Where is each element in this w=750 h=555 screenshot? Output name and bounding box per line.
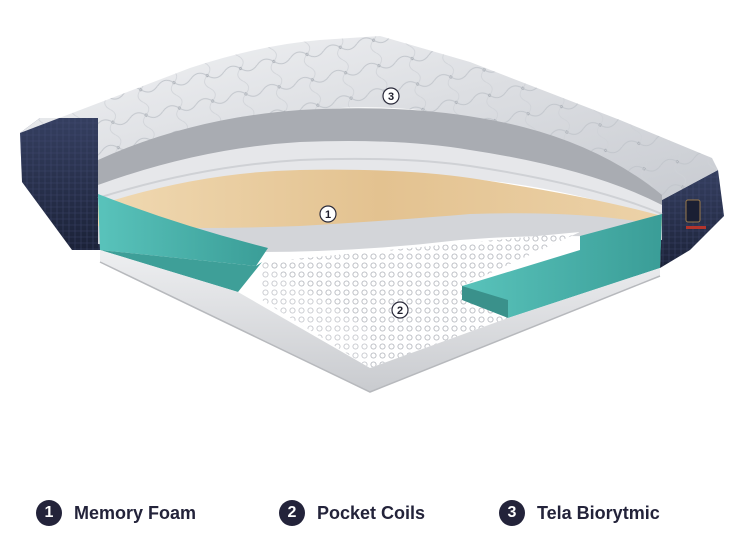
teal-edge-support-foam (98, 194, 662, 318)
marker-memory-foam: 1 (319, 205, 337, 223)
svg-text:3: 3 (388, 91, 394, 103)
marker-tela-biorytmic: 3 (382, 87, 400, 105)
legend-number-2: 2 (279, 500, 305, 526)
marker-pocket-coils: 2 (391, 301, 409, 319)
legend-label-pocket-coils: Pocket Coils (317, 502, 426, 523)
svg-text:1: 1 (325, 209, 331, 221)
layer-soft-foam-light (97, 141, 663, 220)
base-foam-layer (99, 250, 661, 393)
layer-top-comfort-grey (98, 108, 662, 210)
legend-number-1: 1 (36, 500, 62, 526)
pocket-coils-core (262, 232, 580, 368)
svg-text:2: 2 (397, 305, 403, 317)
mattress-cutaway-illustration: 1 2 3 (20, 36, 724, 393)
legend-item-tela-biorytmic: 3 Tela Biorytmic (499, 493, 660, 533)
legend-label-memory-foam: Memory Foam (74, 502, 197, 523)
legend-item-pocket-coils: 2 Pocket Coils (279, 493, 425, 533)
legend-item-memory-foam: 1 Memory Foam (36, 493, 196, 533)
mattress-left-side-panel (20, 118, 100, 250)
legend-label-tela-biorytmic: Tela Biorytmic (537, 502, 660, 523)
layer-legend: 1 Memory Foam 2 Pocket Coils 3 Tela Bior… (0, 493, 750, 533)
legend-number-3: 3 (499, 500, 525, 526)
mattress-right-side-panel (660, 170, 724, 268)
quilted-top-surface (20, 36, 718, 200)
